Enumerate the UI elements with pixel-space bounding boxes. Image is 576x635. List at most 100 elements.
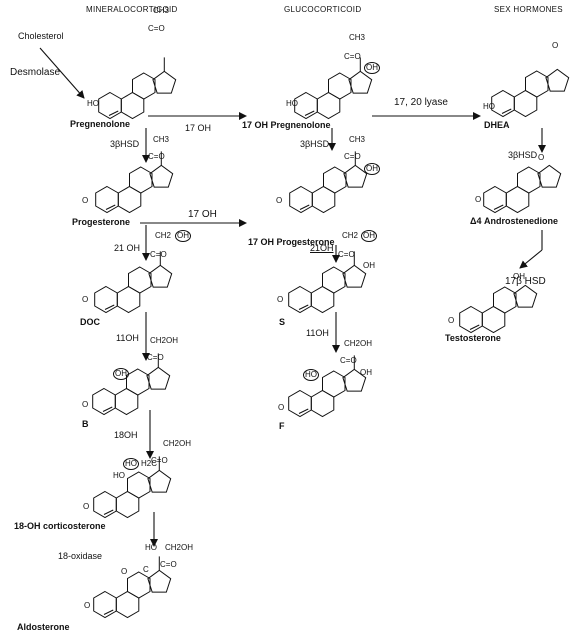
oh17preg-co: C=O	[344, 52, 361, 61]
pregnenolone-ch3: CH3	[153, 6, 170, 15]
doc-co: C=O	[150, 250, 167, 259]
s-oh-circled: OH	[361, 230, 377, 242]
oh17-progesterone-ring-c	[323, 166, 347, 194]
f-ring-b	[310, 389, 335, 418]
oh18cort-co: C=O	[151, 456, 168, 465]
androstenedione-ring-b	[505, 185, 530, 214]
b-ring-b	[114, 387, 139, 416]
doc-o: O	[82, 295, 89, 304]
androstenedione-label: Δ4 Androstenedione	[470, 216, 558, 226]
aldosterone-double-bond	[103, 609, 114, 615]
oh18-corticosterone-label: 18-OH corticosterone	[14, 521, 106, 531]
enzyme-17b-hsd: 17β HSD	[505, 276, 546, 287]
dhea-ring-b	[513, 89, 538, 118]
oh18cort-ho: HO	[113, 471, 125, 480]
desmolase-arrow	[39, 47, 85, 99]
b-double-bond	[102, 406, 113, 412]
doc-ring-d	[148, 264, 173, 288]
arrow-andro-to-testosterone	[519, 249, 543, 269]
enzyme-3bhsd-2: 3βHSD	[300, 139, 330, 149]
aldosterone-ring-d	[147, 569, 172, 593]
s-ring-c	[322, 266, 346, 294]
progesterone-o: O	[82, 196, 89, 205]
enzyme-17oh-top: 17 OH	[185, 123, 212, 133]
oh17-pregnenolone-ring-b	[316, 91, 341, 120]
desmolase-label: Desmolase	[10, 67, 61, 78]
doc-label: DOC	[80, 317, 100, 327]
aldosterone-ho: HO	[145, 543, 157, 552]
f-ho-circled: HO	[303, 369, 319, 381]
oh18cort-o: O	[83, 502, 90, 511]
progesterone-co: C=O	[148, 152, 165, 161]
pregnenolone-label: Pregnenolone	[70, 119, 131, 129]
aldosterone-ring-c	[127, 571, 151, 599]
oh18cort-h2c: H2C	[141, 459, 158, 468]
pregnenolone-co: C=O	[148, 24, 165, 33]
oh18-corticosterone-ring-c	[127, 471, 151, 499]
oh17-pregnenolone-ring-c	[328, 72, 352, 100]
progesterone-label: Progesterone	[72, 217, 131, 227]
pregnenolone-double-bond	[108, 110, 119, 116]
oh17-progesterone-ring-d	[343, 164, 368, 188]
aldosterone-co: C=O	[160, 560, 177, 569]
f-ring-c	[322, 370, 346, 398]
oh17-pregnenolone-double-bond	[304, 110, 315, 116]
enzyme-21oh-1: 21 OH	[114, 243, 141, 253]
aldosterone-ring-b	[115, 590, 140, 619]
oh17prog-o: O	[276, 196, 283, 205]
f-co: C=O	[340, 356, 357, 365]
f-label: F	[279, 421, 285, 431]
oh18-corticosterone-double-bond	[103, 509, 114, 515]
doc-ring-b	[116, 285, 141, 314]
dhea-double-bond	[501, 108, 512, 114]
header-mineralocorticoid: MINERALOCORTICOID	[86, 5, 178, 14]
testosterone-label: Testosterone	[445, 333, 501, 343]
doc-oh-circled: OH	[175, 230, 191, 242]
f-o: O	[278, 403, 285, 412]
androstenedione-o17: O	[538, 153, 545, 162]
pregnenolone-ring-c	[132, 72, 156, 100]
doc-ring-c	[128, 266, 152, 294]
androstenedione-ring-d	[537, 164, 562, 188]
oh17prog-ch3: CH3	[349, 135, 366, 144]
pregnenolone-ring-b	[120, 91, 145, 120]
s-co: C=O	[338, 250, 355, 259]
b-co: C=O	[147, 353, 164, 362]
dhea-o: O	[552, 41, 559, 50]
enzyme-17-20-lyase: 17, 20 lyase	[394, 97, 448, 108]
oh18-corticosterone-ring-d	[147, 469, 172, 493]
s-ring-d	[342, 264, 367, 288]
oh17-progesterone-ring-b	[311, 185, 336, 214]
aldosterone-o-ring: O	[121, 567, 128, 576]
s-ring-b	[310, 285, 335, 314]
s-oh: OH	[363, 261, 375, 270]
enzyme-17oh-mid: 17 OH	[188, 209, 217, 220]
progesterone-ring-c	[129, 166, 153, 194]
oh17-pregnenolone-ring-d	[348, 70, 373, 94]
f-ring-d	[342, 368, 367, 392]
testosterone-oh: OH	[513, 272, 525, 281]
pregnenolone-ho: HO	[87, 99, 99, 108]
s-label: S	[279, 317, 286, 327]
enzyme-18oh: 18OH	[114, 430, 138, 440]
testosterone-double-bond	[469, 324, 480, 330]
b-oh-circled: OH	[113, 368, 129, 380]
pregnenolone-ring-d	[152, 70, 177, 94]
b-ring-d	[146, 366, 171, 390]
b-label: B	[82, 419, 89, 429]
oh17preg-oh-circled: OH	[364, 62, 380, 74]
oh17-pregnenolone-label: 17 OH Pregnenolone	[242, 120, 331, 130]
androstenedione-o3: O	[475, 195, 482, 204]
aldosterone-c: C	[143, 565, 149, 574]
f-ch2oh: CH2OH	[344, 339, 373, 348]
oh17prog-oh-circled: OH	[364, 163, 380, 175]
dhea-ring-c	[525, 70, 549, 98]
enzyme-3bhsd-1: 3βHSD	[110, 139, 140, 149]
oh18cort-ch2oh: CH2OH	[163, 439, 192, 448]
oh17preg-ho: HO	[286, 99, 298, 108]
androstenedione-double-bond	[493, 204, 504, 210]
oh17-progesterone-label: 17 OH Progesterone	[248, 237, 335, 247]
testosterone-ring-b	[481, 305, 506, 334]
b-ch2oh: CH2OH	[150, 336, 179, 345]
